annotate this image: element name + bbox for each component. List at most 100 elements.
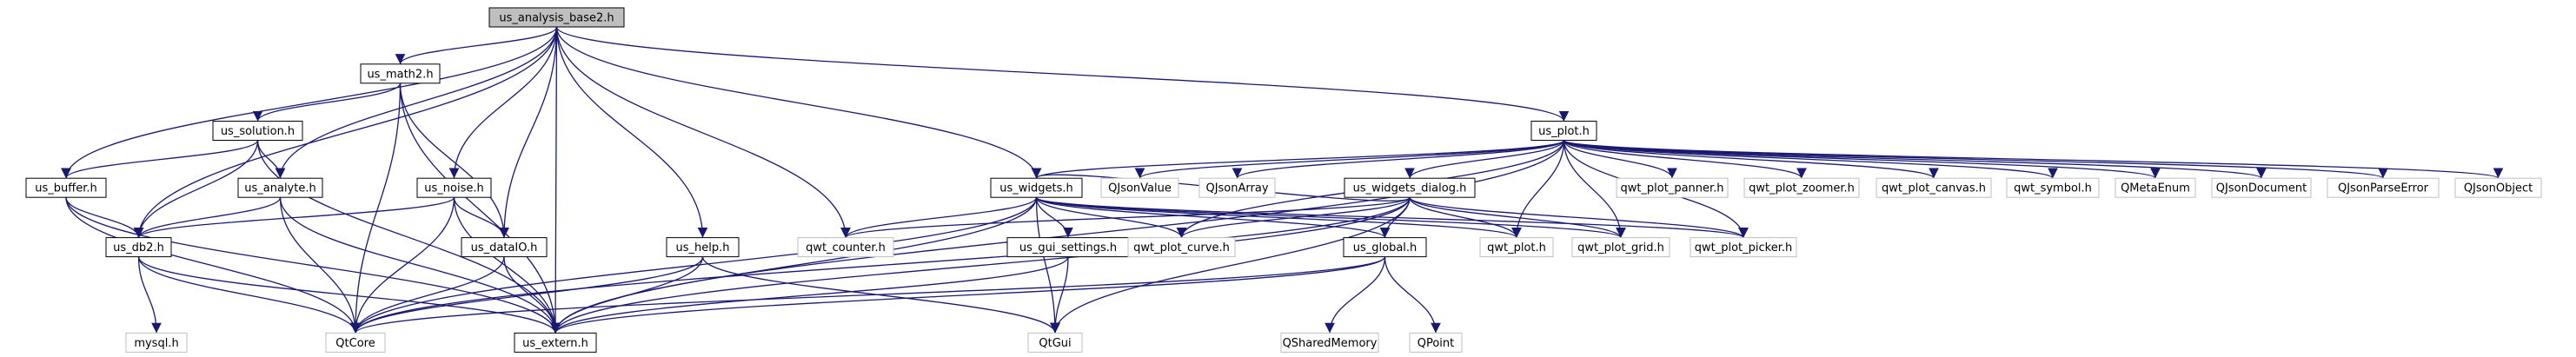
node-QJsonDocument: QJsonDocument <box>2211 177 2312 198</box>
node-us_noise[interactable]: us_noise.h <box>416 177 492 198</box>
edge-us_plot-to-QJsonObject <box>1563 139 2503 179</box>
edge-us_widgets_dialog-to-qwt_plot_picker <box>1409 196 1749 239</box>
node-us_plot[interactable]: us_plot.h <box>1530 121 1597 141</box>
edge-us_analyte-to-us_extern <box>279 197 561 334</box>
node-QJsonArray: QJsonArray <box>1198 177 1276 198</box>
node-QJsonValue: QJsonValue <box>1100 177 1179 198</box>
node-box <box>1027 332 1083 353</box>
node-QtCore: QtCore <box>325 332 386 353</box>
node-box <box>105 237 172 258</box>
node-qwt_counter: qwt_counter.h <box>797 237 894 258</box>
node-label: qwt_plot_curve.h <box>1133 241 1230 255</box>
node-QtGui: QtGui <box>1027 332 1083 353</box>
node-label: QPoint <box>1417 337 1455 350</box>
node-box <box>1280 332 1379 353</box>
node-box <box>1409 332 1463 353</box>
edge-us_solution-to-us_analyte <box>256 140 286 179</box>
edge-us_db2-to-QtCore <box>137 256 361 334</box>
edge-us_plot-to-QJsonDocument <box>1563 139 2267 179</box>
edge-us_plot-to-QJsonValue <box>1134 139 1565 179</box>
node-us_widgets[interactable]: us_widgets.h <box>990 177 1083 198</box>
node-QJsonParseError: QJsonParseError <box>2327 177 2440 198</box>
node-label: us_math2.h <box>367 68 433 81</box>
node-box <box>990 177 1083 198</box>
node-box <box>212 121 303 141</box>
node-label: us_dataIO.h <box>471 241 538 255</box>
node-box <box>666 237 740 258</box>
node-us_db2[interactable]: us_db2.h <box>105 237 172 258</box>
node-box <box>1127 237 1236 258</box>
edge-us_solution-to-us_db2 <box>133 140 259 238</box>
edge-us_global-to-QtCore <box>350 256 1386 334</box>
edge-us_math2-to-us_dataIO <box>399 83 509 238</box>
edge-us_analysis_base2-to-us_extern <box>550 26 561 334</box>
node-QMetaEnum: QMetaEnum <box>2115 177 2196 198</box>
edge-us_noise-to-us_dataIO <box>453 197 509 238</box>
node-box <box>360 63 441 84</box>
node-label: us_analyte.h <box>244 182 315 195</box>
node-box <box>2454 177 2542 198</box>
node-label: us_gui_settings.h <box>1019 241 1117 255</box>
node-us_math2[interactable]: us_math2.h <box>360 63 441 84</box>
node-qwt_plot_picker: qwt_plot_picker.h <box>1690 237 1797 258</box>
edge-us_gui_settings-to-us_extern <box>550 256 1069 334</box>
node-label: QtGui <box>1039 337 1071 350</box>
edge-us_plot-to-qwt_plot_grid <box>1563 140 1626 238</box>
edge-us_plot-to-qwt_plot_zoomer <box>1563 139 1807 179</box>
edge-us_plot-to-us_widgets <box>1032 139 1565 179</box>
node-qwt_plot_canvas: qwt_plot_canvas.h <box>1876 177 1992 198</box>
node-box <box>2115 177 2196 198</box>
node-box <box>25 177 107 198</box>
edge-us_analysis_base2-to-us_analyte <box>275 26 558 179</box>
node-label: mysql.h <box>134 337 178 350</box>
node-label: qwt_plot.h <box>1487 241 1546 255</box>
node-us_buffer[interactable]: us_buffer.h <box>25 177 107 198</box>
node-label: QSharedMemory <box>1283 337 1378 350</box>
node-label: us_analysis_base2.h <box>499 12 614 25</box>
node-us_gui_settings[interactable]: us_gui_settings.h <box>1006 237 1130 258</box>
node-us_dataIO[interactable]: us_dataIO.h <box>461 237 548 258</box>
node-us_help[interactable]: us_help.h <box>666 237 740 258</box>
node-label: qwt_plot_grid.h <box>1577 241 1664 255</box>
edge-us_noise-to-us_db2 <box>133 196 455 239</box>
node-box <box>1743 177 1860 198</box>
edge-us_widgets-to-qwt_counter <box>840 196 1038 238</box>
node-us_analyte[interactable]: us_analyte.h <box>237 177 323 198</box>
edge-us_widgets-to-qwt_plot <box>1035 196 1522 239</box>
node-box <box>125 332 188 353</box>
edge-us_widgets_dialog-to-qwt_plot_grid <box>1409 196 1626 238</box>
node-qwt_symbol: qwt_symbol.h <box>2006 177 2100 198</box>
edge-us_help-to-QtCore <box>350 256 704 334</box>
node-box <box>514 332 597 353</box>
node-box <box>488 7 625 28</box>
node-qwt_plot_curve: qwt_plot_curve.h <box>1127 237 1236 258</box>
node-us_extern[interactable]: us_extern.h <box>514 332 597 353</box>
edge-us_analyte-to-us_db2 <box>133 196 282 238</box>
node-label: us_widgets.h <box>999 182 1073 195</box>
node-us_solution[interactable]: us_solution.h <box>212 121 303 141</box>
edge-us_plot-to-qwt_symbol <box>1563 139 2058 179</box>
node-label: us_buffer.h <box>35 182 96 195</box>
edge-us_plot-to-qwt_plot_canvas <box>1563 139 1939 179</box>
node-box <box>1100 177 1179 198</box>
edge-us_widgets-to-qwt_plot_curve <box>1035 196 1187 238</box>
node-us_widgets_dialog[interactable]: us_widgets_dialog.h <box>1344 177 1476 198</box>
edge-us_analysis_base2-to-us_help <box>555 26 708 238</box>
node-label: us_db2.h <box>113 241 164 255</box>
edge-us_analysis_base2-to-us_db2 <box>133 26 558 238</box>
node-us_analysis_base2[interactable]: us_analysis_base2.h <box>488 7 625 28</box>
edge-us_global-to-us_extern <box>550 256 1386 334</box>
node-label: us_help.h <box>676 241 730 255</box>
node-us_global[interactable]: us_global.h <box>1343 237 1427 258</box>
edge-us_db2-to-us_extern <box>137 256 561 334</box>
node-box <box>2211 177 2312 198</box>
node-mysql: mysql.h <box>125 332 188 353</box>
node-box <box>1690 237 1797 258</box>
edge-us_widgets-to-qwt_plot_picker <box>1035 196 1749 239</box>
edge-us_plot-to-QMetaEnum <box>1563 139 2161 179</box>
header-nodes: us_analysis_base2.h us_math2.h us_solution… <box>25 7 2542 353</box>
node-label: QtCore <box>335 337 375 350</box>
node-label: QJsonArray <box>1205 182 1268 195</box>
node-box <box>1344 177 1476 198</box>
